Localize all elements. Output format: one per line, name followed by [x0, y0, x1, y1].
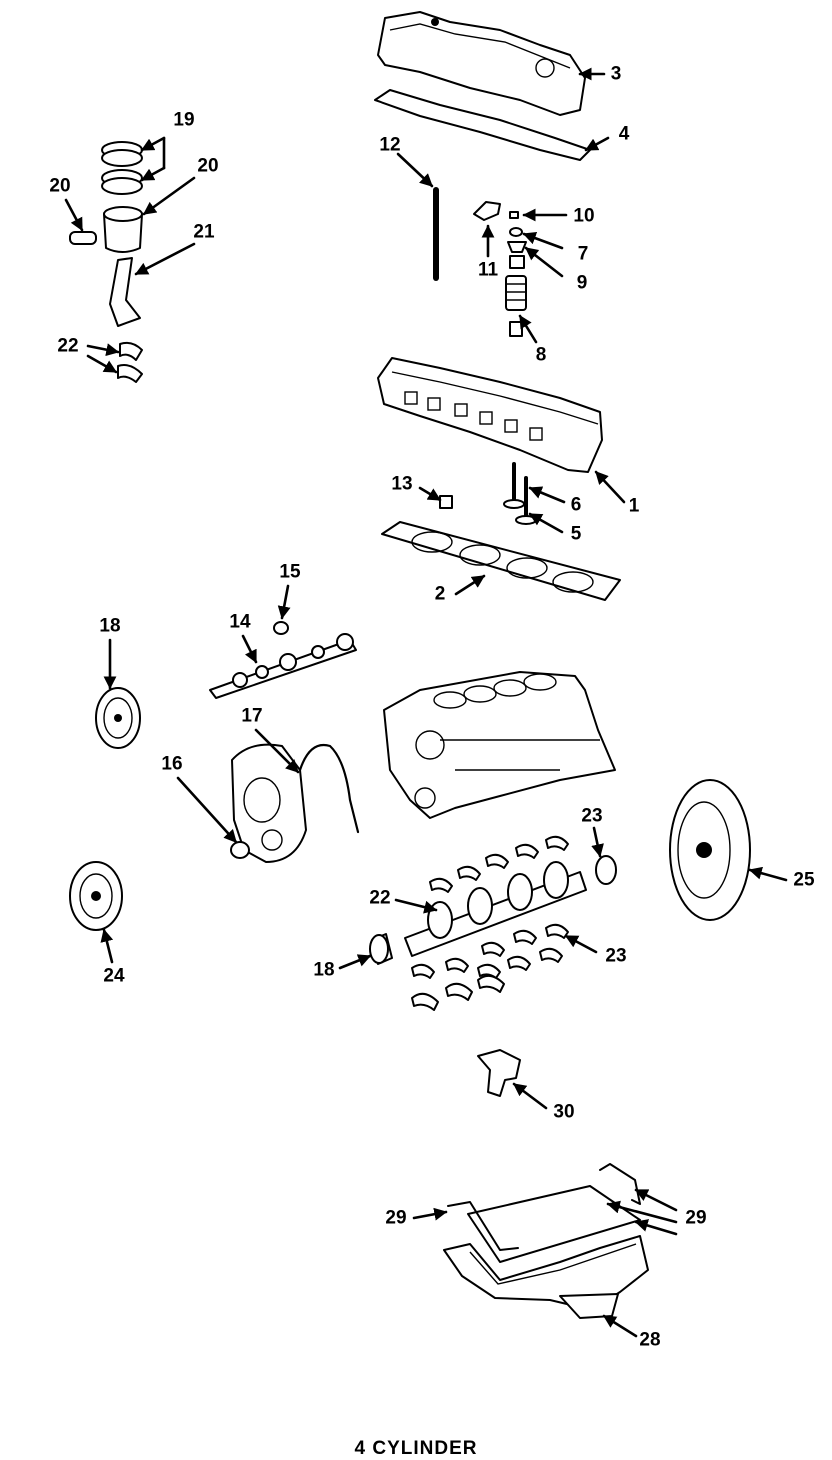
- head-dowel: [439, 495, 453, 509]
- crank-pulley: [69, 861, 123, 931]
- callout-21: 21: [193, 221, 215, 243]
- cylinder-head: [377, 357, 603, 473]
- front-seal: [230, 841, 250, 859]
- leader-lines: [64, 67, 788, 1338]
- engine-block: [383, 671, 616, 819]
- callout-27: 25: [793, 869, 815, 891]
- callout-18-bottom: 18: [313, 959, 335, 981]
- callout-30: 30: [553, 1101, 575, 1123]
- callout-11: 11: [477, 259, 499, 281]
- callout-10: 10: [573, 205, 595, 227]
- main-bearings: [411, 835, 569, 1011]
- callout-20-right: 20: [197, 155, 219, 177]
- crank-sprocket: [369, 933, 393, 965]
- callout-19: 19: [173, 109, 195, 131]
- callout-18-top: 18: [99, 615, 121, 637]
- callout-15: 15: [279, 561, 301, 583]
- valve-cover: [377, 11, 586, 116]
- valve-train-parts: [473, 201, 527, 337]
- crankshaft: [404, 861, 587, 957]
- callout-2: 2: [434, 583, 446, 605]
- callout-17: 17: [241, 705, 263, 727]
- callout-4: 4: [618, 123, 630, 145]
- piston-assembly: [69, 141, 143, 383]
- callout-5: 5: [570, 523, 582, 545]
- callout-28: 28: [639, 1329, 661, 1351]
- callout-25: 23: [581, 805, 603, 827]
- callout-26: 24: [103, 965, 125, 987]
- callout-3: 3: [610, 63, 622, 85]
- diagram-caption: 4 CYLINDER: [354, 1438, 478, 1459]
- head-gasket: [381, 521, 621, 601]
- flywheel: [669, 779, 751, 921]
- callout-29-left: 29: [385, 1207, 407, 1229]
- camshaft: [209, 633, 357, 699]
- callout-7: 7: [577, 243, 589, 265]
- oil-pump: [477, 1049, 521, 1097]
- callout-23: 23: [605, 945, 627, 967]
- timing-cover-gasket: [298, 743, 360, 834]
- timing-cover: [231, 743, 307, 863]
- callout-16: 16: [161, 753, 183, 775]
- callout-6: 6: [570, 494, 582, 516]
- callout-8: 8: [535, 344, 547, 366]
- rear-seal: [595, 855, 617, 885]
- callout-22: 22: [57, 335, 79, 357]
- callout-9: 9: [576, 272, 588, 294]
- oil-pan: [443, 1235, 649, 1319]
- callout-29-right: 29: [685, 1207, 707, 1229]
- callout-1: 1: [628, 495, 640, 517]
- cam-sprocket: [95, 687, 141, 749]
- callout-12: 12: [379, 134, 401, 156]
- callout-24: 22: [369, 887, 391, 909]
- callout-13: 13: [391, 473, 413, 495]
- cam-plug: [273, 621, 289, 635]
- callout-14: 14: [229, 611, 251, 633]
- callout-20-left: 20: [49, 175, 71, 197]
